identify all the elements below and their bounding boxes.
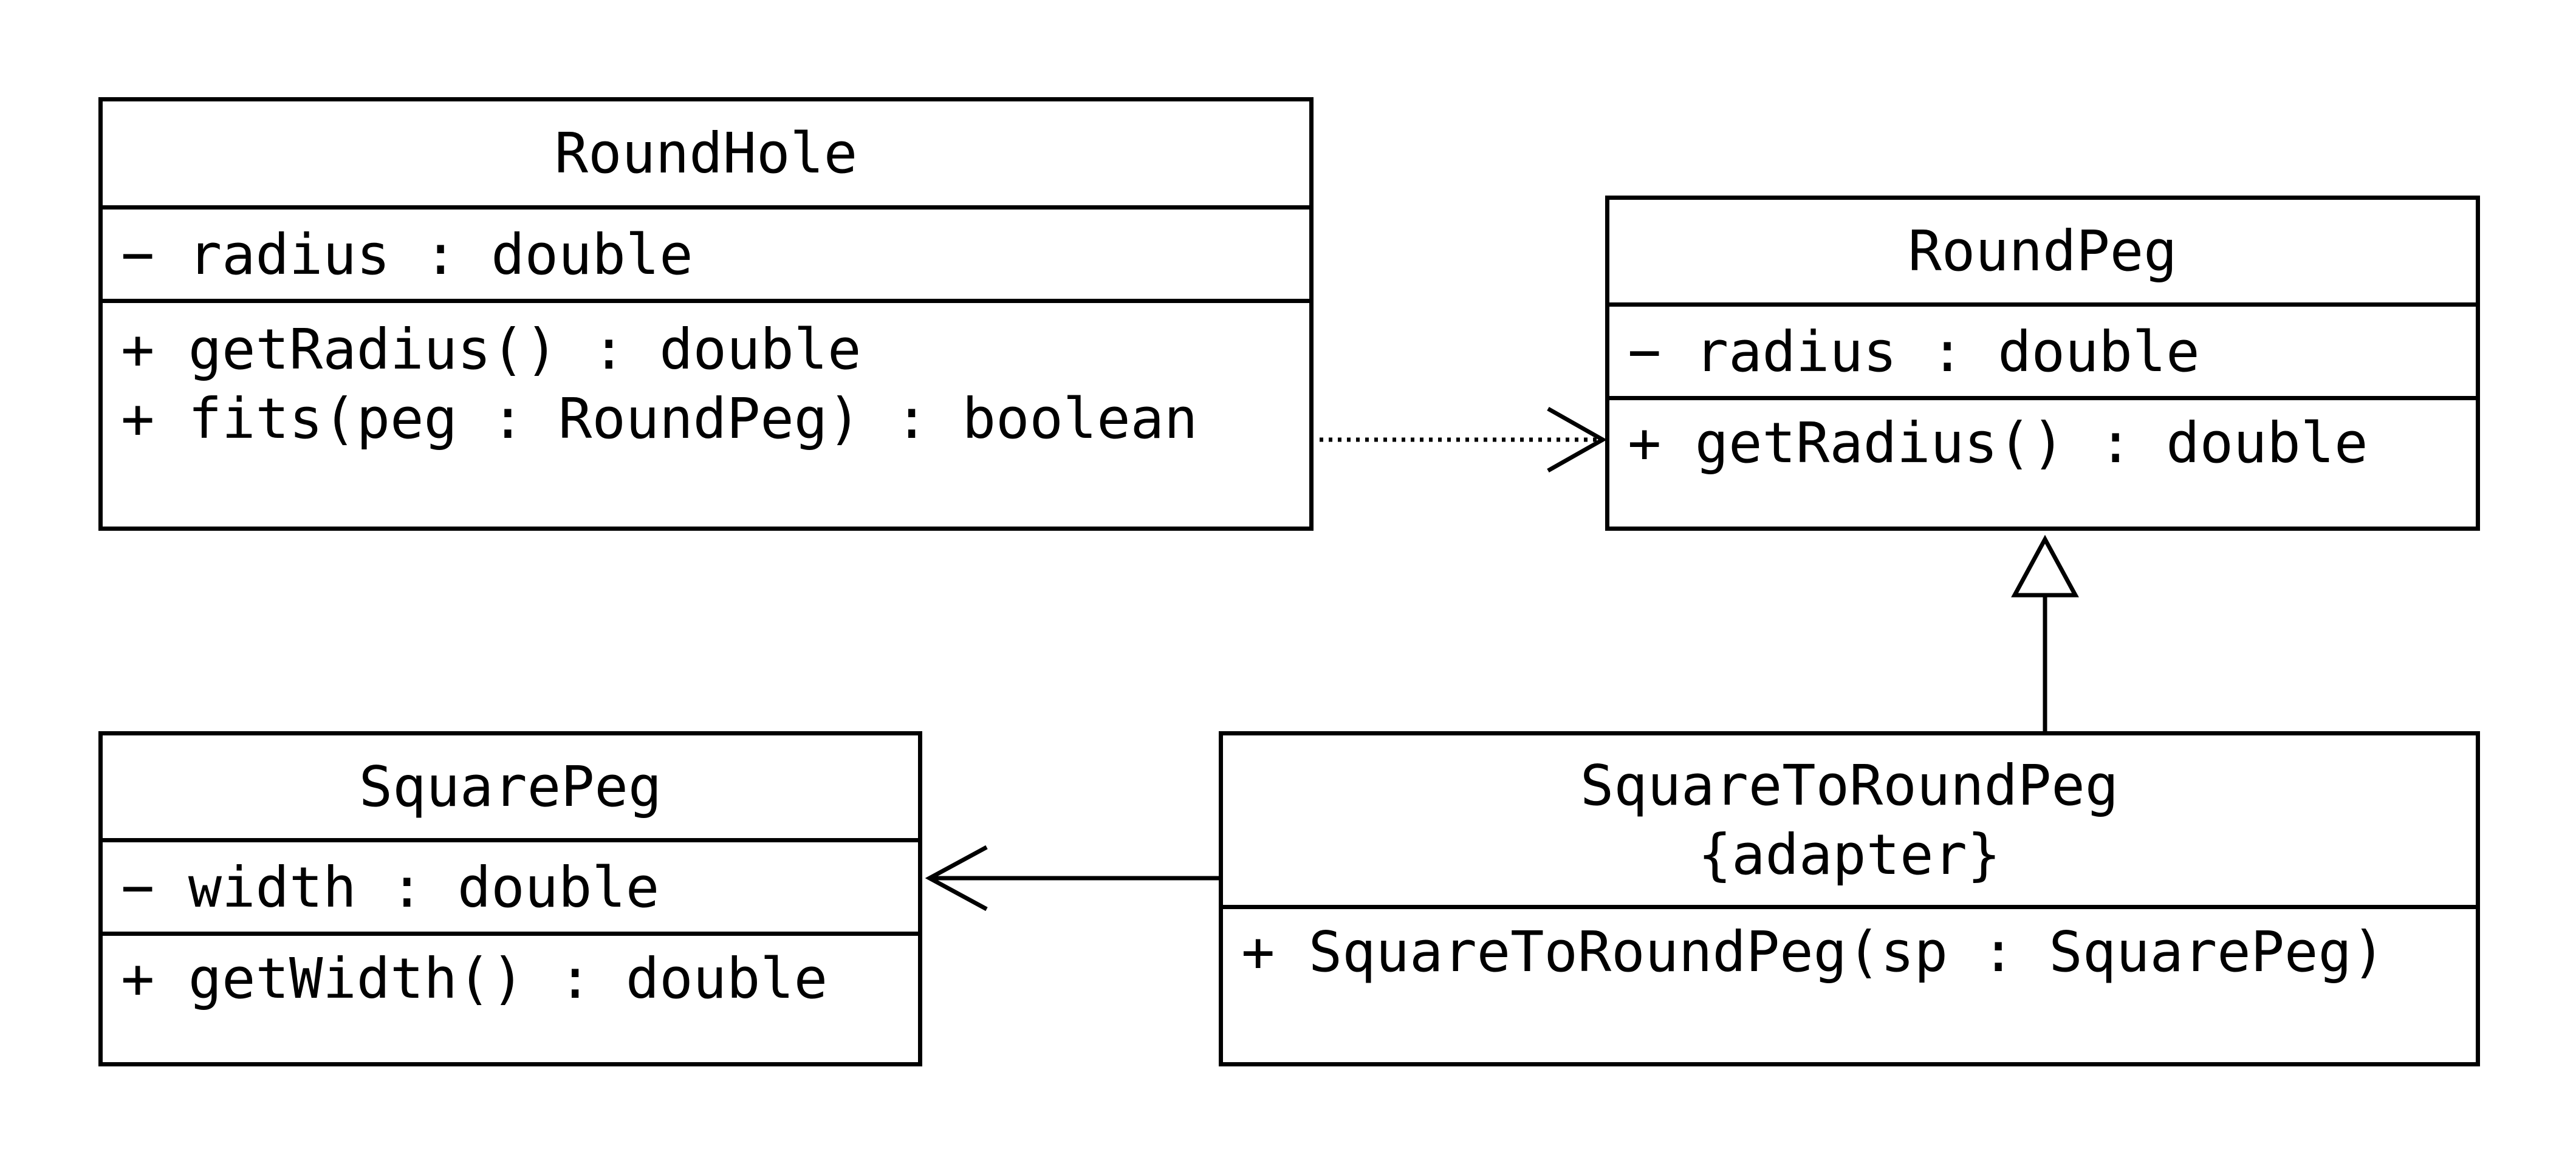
attribute-width: − width : double — [121, 855, 660, 920]
operations-compartment: + getRadius() : double — [1609, 400, 2476, 478]
class-square-peg[interactable]: SquarePeg − width : double + getWidth() … — [98, 731, 922, 1066]
attributes-compartment: − radius : double — [1609, 307, 2476, 400]
class-name-compartment: SquarePeg — [103, 735, 918, 842]
attributes-compartment: − width : double — [103, 842, 918, 936]
class-round-hole[interactable]: RoundHole − radius : double + getRadius(… — [98, 97, 1314, 531]
operation-get-radius: + getRadius() : double — [121, 317, 862, 382]
class-name: RoundHole — [554, 120, 858, 186]
class-name-compartment: SquareToRoundPeg {adapter} — [1223, 735, 2476, 909]
class-name: RoundPeg — [1908, 218, 2177, 284]
operation-get-width: + getWidth() : double — [121, 946, 828, 1011]
dependency-arrow — [1320, 406, 1608, 473]
class-name: SquarePeg — [358, 754, 662, 819]
class-stereotype: {adapter} — [1697, 822, 2001, 887]
open-arrowhead — [925, 845, 988, 912]
hollow-triangle-arrowhead — [2011, 534, 2079, 598]
class-name-compartment: RoundHole — [103, 101, 1309, 210]
operation-fits: + fits(peg : RoundPeg) : boolean — [121, 386, 1198, 451]
attribute-radius: − radius : double — [1628, 319, 2200, 384]
attribute-radius: − radius : double — [121, 222, 693, 287]
operations-compartment: + getWidth() : double — [103, 936, 918, 1014]
class-name-compartment: RoundPeg — [1609, 200, 2476, 307]
class-round-peg[interactable]: RoundPeg − radius : double + getRadius()… — [1605, 196, 2480, 531]
attributes-compartment: − radius : double — [103, 210, 1309, 303]
class-name: SquareToRoundPeg — [1580, 752, 2119, 818]
class-square-to-round-peg[interactable]: SquareToRoundPeg {adapter} + SquareToRou… — [1219, 731, 2480, 1066]
association-arrow — [925, 845, 1219, 912]
operations-compartment: + SquareToRoundPeg(sp : SquarePeg) — [1223, 909, 2476, 987]
operation-constructor: + SquareToRoundPeg(sp : SquarePeg) — [1241, 919, 2386, 984]
generalization-arrow — [2011, 534, 2079, 731]
operation-get-radius: + getRadius() : double — [1628, 411, 2368, 476]
operations-compartment: + getRadius() : double + fits(peg : Roun… — [103, 303, 1309, 454]
open-arrowhead — [1547, 406, 1608, 473]
